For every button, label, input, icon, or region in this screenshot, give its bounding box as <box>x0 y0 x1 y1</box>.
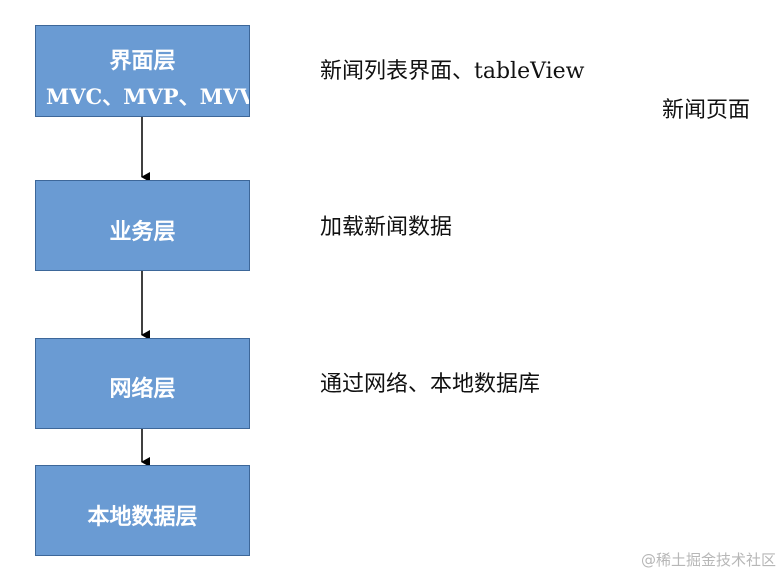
local-data-layer-label: 本地数据层 <box>87 504 198 530</box>
ui-page-note: 新闻页面 <box>662 98 751 123</box>
ui-layer-patterns: MVC、MVP、MVVM <box>46 84 249 109</box>
business-layer-label: 业务层 <box>109 219 176 245</box>
watermark: @稀土掘金技术社区 <box>640 551 776 569</box>
network-note: 通过网络、本地数据库 <box>320 372 541 397</box>
ui-layer-box: 界面层 MVC、MVP、MVVM <box>35 25 250 117</box>
ui-layer-label: 界面层 <box>109 48 176 74</box>
business-layer-box: 业务层 <box>35 180 250 271</box>
ui-list-note: 新闻列表界面、tableView <box>320 59 585 84</box>
network-layer-box: 网络层 <box>35 338 250 429</box>
network-layer-label: 网络层 <box>109 376 176 402</box>
local-data-layer-box: 本地数据层 <box>35 465 250 556</box>
business-note: 加载新闻数据 <box>320 215 453 240</box>
